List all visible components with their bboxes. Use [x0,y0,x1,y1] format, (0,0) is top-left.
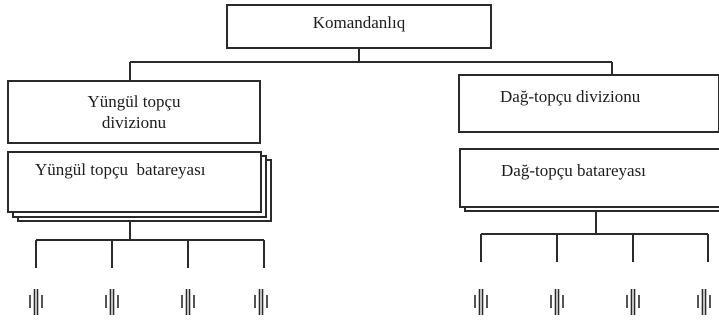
artillery-gun-symbol [254,289,268,315]
artillery-gun-symbol [626,289,640,315]
artillery-gun-symbol [105,289,119,315]
artillery-gun-symbol [550,289,564,315]
left-battery-label: Yüngül topçu batareyası [35,160,206,179]
right-battery-label: Dağ-topçu batareyası [501,161,646,180]
left-division-label: Yüngül topçu divizionu [87,91,181,132]
left-battery-box: Yüngül topçu batareyası [7,151,262,213]
artillery-gun-symbol [29,289,43,315]
right-division-box: Dağ-topçu divizionu [458,74,719,133]
root-node-label: Komandanlıq [312,13,406,32]
artillery-gun-symbol [697,289,711,315]
artillery-gun-symbol [181,289,195,315]
right-division-label: Dağ-topçu divizionu [500,87,641,106]
left-unit-symbols [29,289,268,315]
left-division-box: Yüngül topçu divizionu [7,80,261,144]
right-battery-box: Dağ-topçu batareyası [459,148,719,208]
right-unit-symbols [474,289,711,315]
root-node-box: Komandanlıq [226,4,492,49]
artillery-gun-symbol [474,289,488,315]
